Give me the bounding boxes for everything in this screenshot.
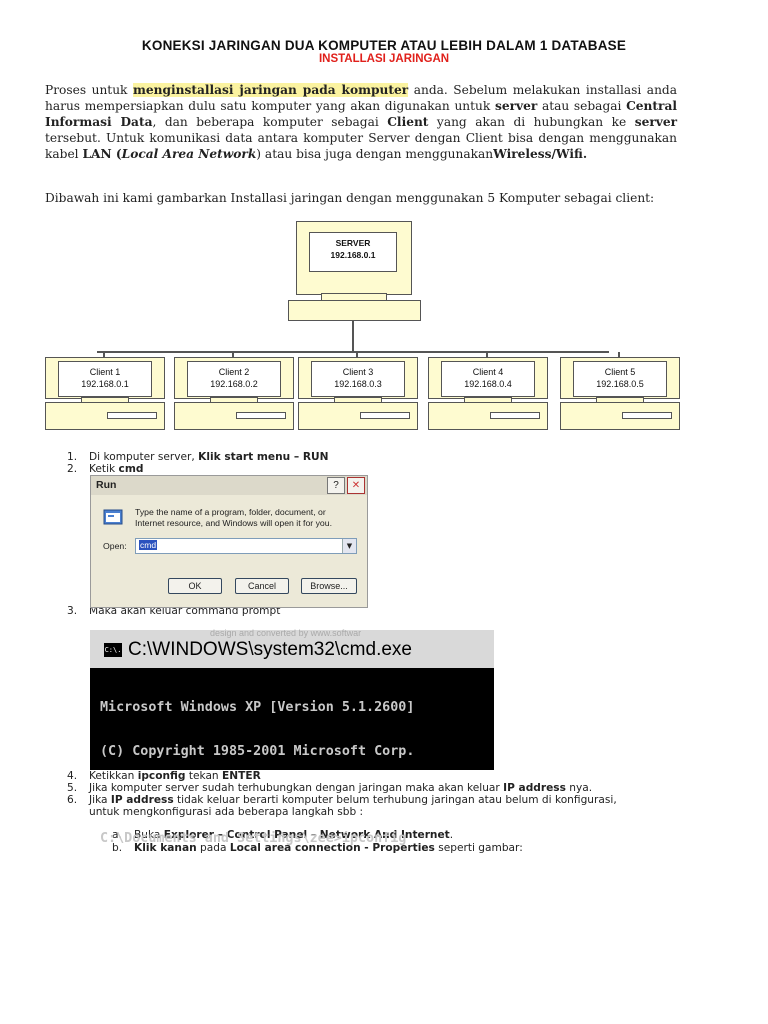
substep-a: a.Buka Explorer – Control Panel – Networ… bbox=[112, 829, 454, 841]
open-label: Open: bbox=[103, 541, 127, 551]
client-ip: 192.168.0.4 bbox=[464, 379, 512, 389]
drop-line bbox=[486, 352, 488, 358]
run-description: Type the name of a program, folder, docu… bbox=[135, 507, 333, 528]
cmd-titlebar: design and converted by www.softwar C:\.… bbox=[90, 628, 494, 668]
server-keyboard bbox=[288, 300, 421, 321]
diagram-intro: Dibawah ini kami gambarkan Installasi ja… bbox=[45, 191, 655, 205]
command-prompt-window: design and converted by www.softwar C:\.… bbox=[90, 628, 494, 845]
browse-button[interactable]: Browse... bbox=[301, 578, 357, 594]
run-program-icon bbox=[103, 509, 123, 525]
client-name: Client 2 bbox=[218, 367, 250, 377]
run-dialog-titlebar: Run ? ✕ bbox=[91, 476, 367, 495]
client-screen: Client 3 192.168.0.3 bbox=[311, 361, 405, 397]
step-5: 5.Jika komputer server sudah terhubungka… bbox=[67, 782, 593, 794]
client-name: Client 3 bbox=[342, 367, 374, 377]
client-screen: Client 4 192.168.0.4 bbox=[441, 361, 535, 397]
cmd-icon: C:\. bbox=[104, 643, 122, 657]
client-screen: Client 1 192.168.0.1 bbox=[58, 361, 152, 397]
help-button[interactable]: ? bbox=[327, 477, 345, 494]
server-ip: 192.168.0.1 bbox=[330, 250, 376, 260]
chevron-down-icon[interactable]: ▼ bbox=[342, 539, 356, 553]
client-ip: 192.168.0.1 bbox=[81, 379, 129, 389]
client-drive-slot bbox=[622, 412, 672, 419]
cancel-button[interactable]: Cancel bbox=[235, 578, 289, 594]
ok-button[interactable]: OK bbox=[168, 578, 222, 594]
cmd-output: Microsoft Windows XP [Version 5.1.2600] … bbox=[100, 672, 414, 875]
close-button[interactable]: ✕ bbox=[347, 477, 365, 494]
highlighted-phrase: menginstallasi jaringan pada komputer bbox=[132, 83, 409, 97]
client-name: Client 5 bbox=[604, 367, 636, 377]
client-drive-slot bbox=[107, 412, 157, 419]
client-ip: 192.168.0.3 bbox=[334, 379, 382, 389]
cmd-title: C:\WINDOWS\system32\cmd.exe bbox=[128, 639, 412, 660]
server-name: SERVER bbox=[335, 238, 371, 248]
client-screen: Client 2 192.168.0.2 bbox=[187, 361, 281, 397]
bus-line bbox=[97, 351, 609, 353]
drop-line bbox=[103, 352, 105, 358]
client-name: Client 4 bbox=[472, 367, 504, 377]
watermark-text: design and converted by www.softwar bbox=[210, 628, 362, 638]
cmd-line: C:\Documents and Settings\zee>ipconfig bbox=[100, 830, 407, 846]
client-drive-slot bbox=[490, 412, 540, 419]
step-2: 2.Ketik cmd bbox=[67, 463, 144, 475]
step-3: 3.Maka akan keluar command prompt bbox=[67, 605, 281, 617]
client-name: Client 1 bbox=[89, 367, 121, 377]
cmd-line bbox=[100, 788, 414, 803]
cmd-line: Microsoft Windows XP [Version 5.1.2600] bbox=[100, 700, 415, 715]
step-1: 1.Di komputer server, Klik start menu – … bbox=[67, 451, 329, 463]
drop-line bbox=[232, 352, 234, 358]
client-screen: Client 5 192.168.0.5 bbox=[573, 361, 667, 397]
cmd-line: (C) Copyright 1985-2001 Microsoft Corp. bbox=[100, 743, 415, 759]
step-4: 4.Ketikkan ipconfig tekan ENTER bbox=[67, 770, 261, 782]
intro-paragraph: Proses untuk menginstallasi jaringan pad… bbox=[45, 83, 677, 162]
open-combobox[interactable]: cmd ▼ bbox=[135, 538, 357, 554]
run-dialog-title: Run bbox=[96, 479, 117, 491]
substep-b: b.Klik kanan pada Local area connection … bbox=[112, 842, 523, 854]
server-screen: SERVER 192.168.0.1 bbox=[309, 232, 397, 272]
run-dialog: Run ? ✕ Type the name of a program, fold… bbox=[90, 475, 368, 608]
drop-line bbox=[356, 352, 358, 358]
client-drive-slot bbox=[236, 412, 286, 419]
client-ip: 192.168.0.5 bbox=[596, 379, 644, 389]
document-subtitle: INSTALLASI JARINGAN bbox=[318, 53, 450, 65]
client-drive-slot bbox=[360, 412, 410, 419]
connector-line bbox=[352, 320, 354, 352]
open-input-value[interactable]: cmd bbox=[139, 540, 158, 550]
document-title: KONEKSI JARINGAN DUA KOMPUTER ATAU LEBIH… bbox=[141, 38, 627, 53]
step-6: 6.Jika IP address tidak keluar berarti k… bbox=[67, 794, 617, 818]
drop-line bbox=[618, 352, 620, 358]
client-ip: 192.168.0.2 bbox=[210, 379, 258, 389]
